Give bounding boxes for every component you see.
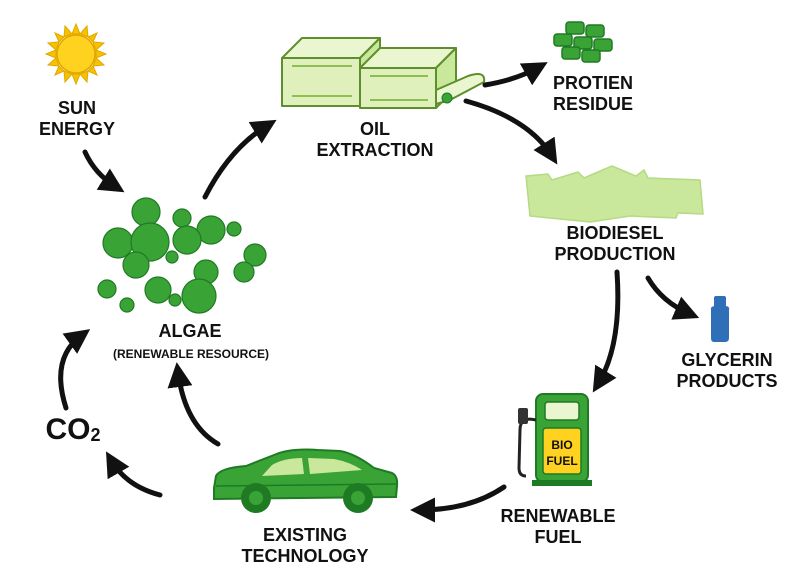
biodiesel-label-line1: BIODIESEL bbox=[566, 223, 664, 243]
fuel-pump-icon: BIO FUEL bbox=[517, 393, 592, 486]
arrow-sun-to-algae bbox=[82, 149, 125, 193]
sun-label-line2: ENERGY bbox=[38, 119, 116, 139]
algae-label-text: ALGAE bbox=[158, 321, 222, 341]
protein-label-line2: RESIDUE bbox=[552, 94, 633, 114]
renewable-fuel-label: RENEWABLE FUEL bbox=[488, 506, 628, 548]
protein-residue-label: PROTIEN RESIDUE bbox=[548, 73, 638, 115]
co2-main-text: CO bbox=[45, 413, 91, 446]
arrow-oil-to-protein bbox=[482, 62, 548, 88]
existing-label-line1: EXISTING bbox=[262, 525, 347, 545]
oil-label-line2: EXTRACTION bbox=[316, 140, 434, 160]
biodiesel-label-line2: PRODUCTION bbox=[554, 244, 676, 264]
renewable-label-line2: FUEL bbox=[534, 527, 582, 547]
co2-subscript: 2 bbox=[90, 425, 101, 445]
glycerin-bottle-icon bbox=[710, 296, 730, 342]
pump-fuel-text: FUEL bbox=[546, 454, 577, 468]
arrow-car-to-algae bbox=[167, 362, 221, 447]
co2-label: CO2 bbox=[38, 414, 108, 451]
oil-label-line1: OIL bbox=[360, 119, 390, 139]
pump-bio-text: BIO bbox=[551, 438, 572, 452]
biodiesel-production-label: BIODIESEL PRODUCTION bbox=[525, 223, 705, 265]
biodiesel-slab-icon bbox=[525, 165, 704, 223]
car-icon bbox=[213, 448, 399, 513]
cycle-arrows bbox=[58, 62, 700, 523]
algae-sublabel: (RENEWABLE RESOURCE) bbox=[96, 347, 286, 361]
oil-extraction-label: OIL EXTRACTION bbox=[300, 119, 450, 161]
arrow-car-to-co2 bbox=[105, 451, 163, 498]
arrow-oil-to-biodiesel bbox=[463, 98, 558, 165]
existing-technology-label: EXISTING TECHNOLOGY bbox=[225, 525, 385, 567]
protein-residue-icon bbox=[553, 21, 613, 63]
arrow-biodiesel-to-glycerin bbox=[645, 275, 700, 320]
algae-sublabel-text: (RENEWABLE RESOURCE) bbox=[112, 347, 269, 361]
renewable-label-line1: RENEWABLE bbox=[500, 506, 616, 526]
glycerin-products-label: GLYCERIN PRODUCTS bbox=[662, 350, 792, 392]
sun-icon bbox=[44, 22, 108, 86]
existing-label-line2: TECHNOLOGY bbox=[241, 546, 369, 566]
sun-label-line1: SUN bbox=[57, 98, 96, 118]
protein-label-line1: PROTIEN bbox=[552, 73, 633, 93]
arrow-algae-to-oil bbox=[202, 119, 277, 200]
arrow-co2-to-algae bbox=[58, 329, 91, 411]
algae-label: ALGAE bbox=[140, 321, 240, 342]
glycerin-label-line1: GLYCERIN bbox=[681, 350, 773, 370]
arrow-biodiesel-to-fuel bbox=[592, 269, 621, 393]
algae-icon bbox=[97, 197, 267, 314]
glycerin-label-line2: PRODUCTS bbox=[676, 371, 778, 391]
arrow-fuel-to-car bbox=[410, 484, 507, 523]
extraction-tanks-icon bbox=[281, 37, 486, 109]
sun-energy-label: SUN ENERGY bbox=[30, 98, 124, 140]
